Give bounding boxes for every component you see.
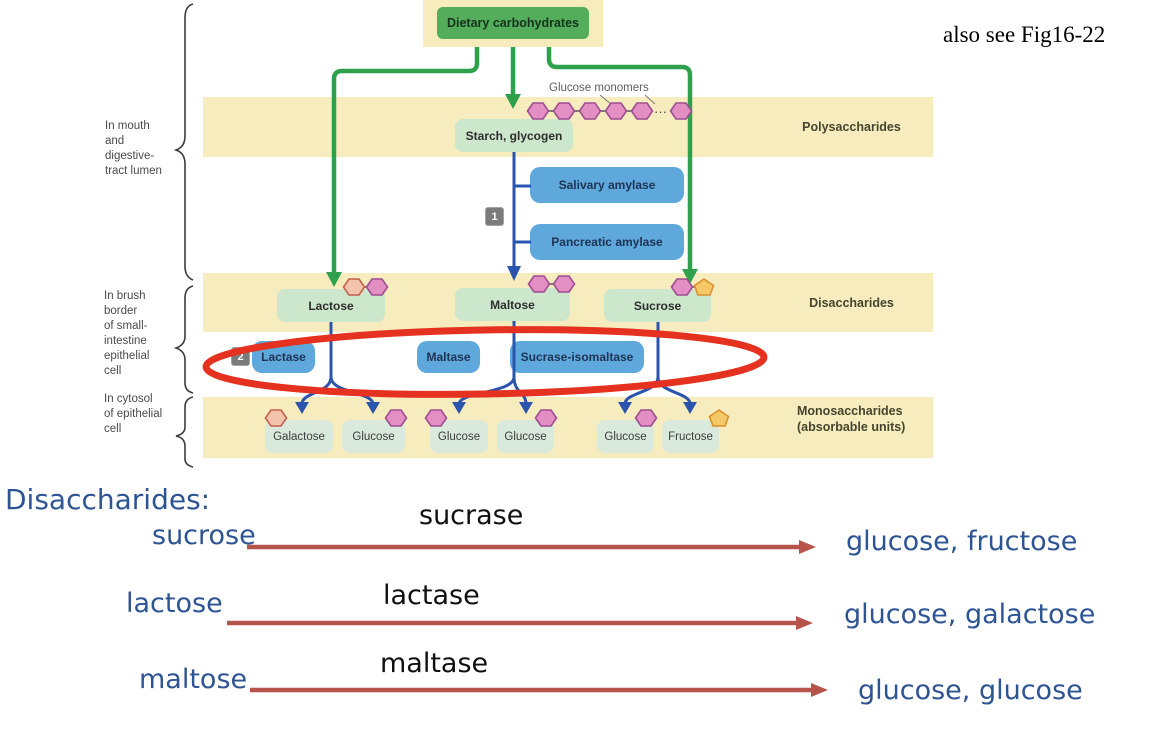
- stage-label-disaccharides: Disaccharides: [809, 296, 894, 310]
- step-1-badge: 1: [485, 207, 504, 226]
- substrate-lactose: lactose: [126, 588, 223, 619]
- see-also-figure-note: also see Fig16-22: [943, 22, 1106, 47]
- substrate-sucrose: sucrose: [152, 520, 256, 551]
- stage-label-monosaccharides: Monosaccharides (absorbable units): [797, 404, 906, 434]
- location-label-brush-border: In brush border of small- intestine epit…: [104, 290, 150, 377]
- salivary-amylase-box: Salivary amylase: [530, 167, 684, 203]
- fructose-box: Fructose: [662, 420, 719, 453]
- starch-glycogen-box: Starch, glycogen: [455, 119, 573, 152]
- step-2-badge: 2: [231, 347, 250, 366]
- enzyme-sucrase: sucrase: [419, 500, 524, 531]
- glucose-box-1: Glucose: [342, 420, 405, 453]
- pancreatic-amylase-box: Pancreatic amylase: [530, 224, 684, 260]
- maltose-box: Maltose: [455, 288, 570, 321]
- sucrose-box: Sucrose: [604, 289, 711, 322]
- products-glucose-glucose: glucose, glucose: [858, 675, 1083, 706]
- notes-title: Disaccharides:: [5, 483, 211, 516]
- reaction-arrows-group: [227, 540, 828, 697]
- enzyme-lactase: lactase: [383, 580, 480, 611]
- lactase-box: Lactase: [252, 341, 315, 373]
- stage-label-polysaccharides: Polysaccharides: [802, 120, 901, 134]
- location-label-mouth-lumen: In mouth and digestive- tract lumen: [105, 120, 162, 177]
- maltase-box: Maltase: [417, 341, 480, 373]
- location-label-cytosol: In cytosol of epithelial cell: [104, 393, 163, 435]
- lactose-box: Lactose: [277, 289, 385, 322]
- glucose-box-2: Glucose: [430, 420, 488, 453]
- substrate-maltose: maltose: [139, 664, 248, 695]
- glucose-box-3: Glucose: [497, 420, 554, 453]
- green-arrow-to-lactose: [331, 47, 480, 274]
- products-glucose-galactose: glucose, galactose: [844, 599, 1096, 630]
- enzyme-maltase: maltase: [380, 648, 489, 679]
- products-glucose-fructose: glucose, fructose: [846, 526, 1078, 557]
- glucose-box-4: Glucose: [597, 420, 654, 453]
- dietary-carbohydrates-box: Dietary carbohydrates: [437, 7, 589, 39]
- glucose-monomers-label: Glucose monomers: [549, 82, 649, 94]
- sucrase-isomaltase-box: Sucrase-isomaltase: [510, 341, 644, 373]
- galactose-box: Galactose: [265, 420, 333, 453]
- amylase-pathway-group: [507, 152, 531, 281]
